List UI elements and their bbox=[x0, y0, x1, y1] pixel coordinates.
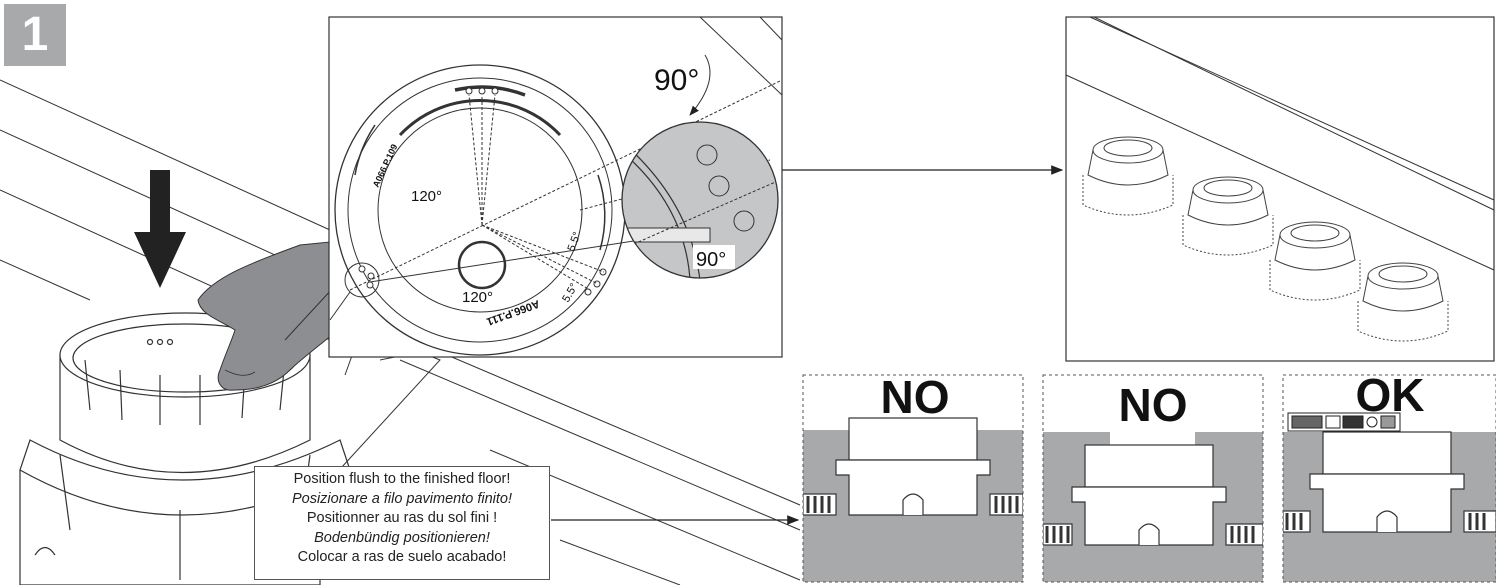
instruction-line: Colocar a ras de suelo acabado! bbox=[297, 549, 507, 565]
panel-label-no-raised: NO bbox=[880, 371, 950, 423]
spirit-level-icon bbox=[1287, 412, 1401, 432]
instruction-line: Posizionare a filo pavimento finito! bbox=[291, 490, 513, 507]
hand-illustration bbox=[197, 241, 339, 391]
angle-b-label: 120° bbox=[462, 289, 493, 306]
panel-no-raised bbox=[803, 375, 1023, 582]
down-arrow-icon bbox=[134, 170, 186, 288]
fixture-array bbox=[1082, 136, 1449, 342]
panel-ok-flush bbox=[1283, 375, 1496, 582]
panel-label-ok-flush: OK bbox=[1355, 369, 1425, 421]
angle-top-label: 90° bbox=[654, 64, 699, 97]
step-number-badge: 1 bbox=[4, 4, 66, 66]
layout-box bbox=[1065, 16, 1495, 362]
panel-no-sunken bbox=[1043, 375, 1263, 582]
instruction-line: Position flush to the finished floor! bbox=[293, 471, 511, 487]
detail-box: 90° 90° 120° 120° 5.5° 5.5° A066.P.109 A… bbox=[328, 16, 783, 358]
instruction-line: Bodenbündig positionieren! bbox=[314, 529, 490, 546]
angle-a-label: 120° bbox=[411, 188, 442, 205]
panel-label-no-sunken: NO bbox=[1118, 379, 1188, 431]
angle-zoom-label: 90° bbox=[696, 249, 726, 271]
instruction-note: Position flush to the finished floor! Pos… bbox=[254, 466, 550, 580]
instruction-line: Positionner au ras du sol fini ! bbox=[306, 510, 498, 526]
